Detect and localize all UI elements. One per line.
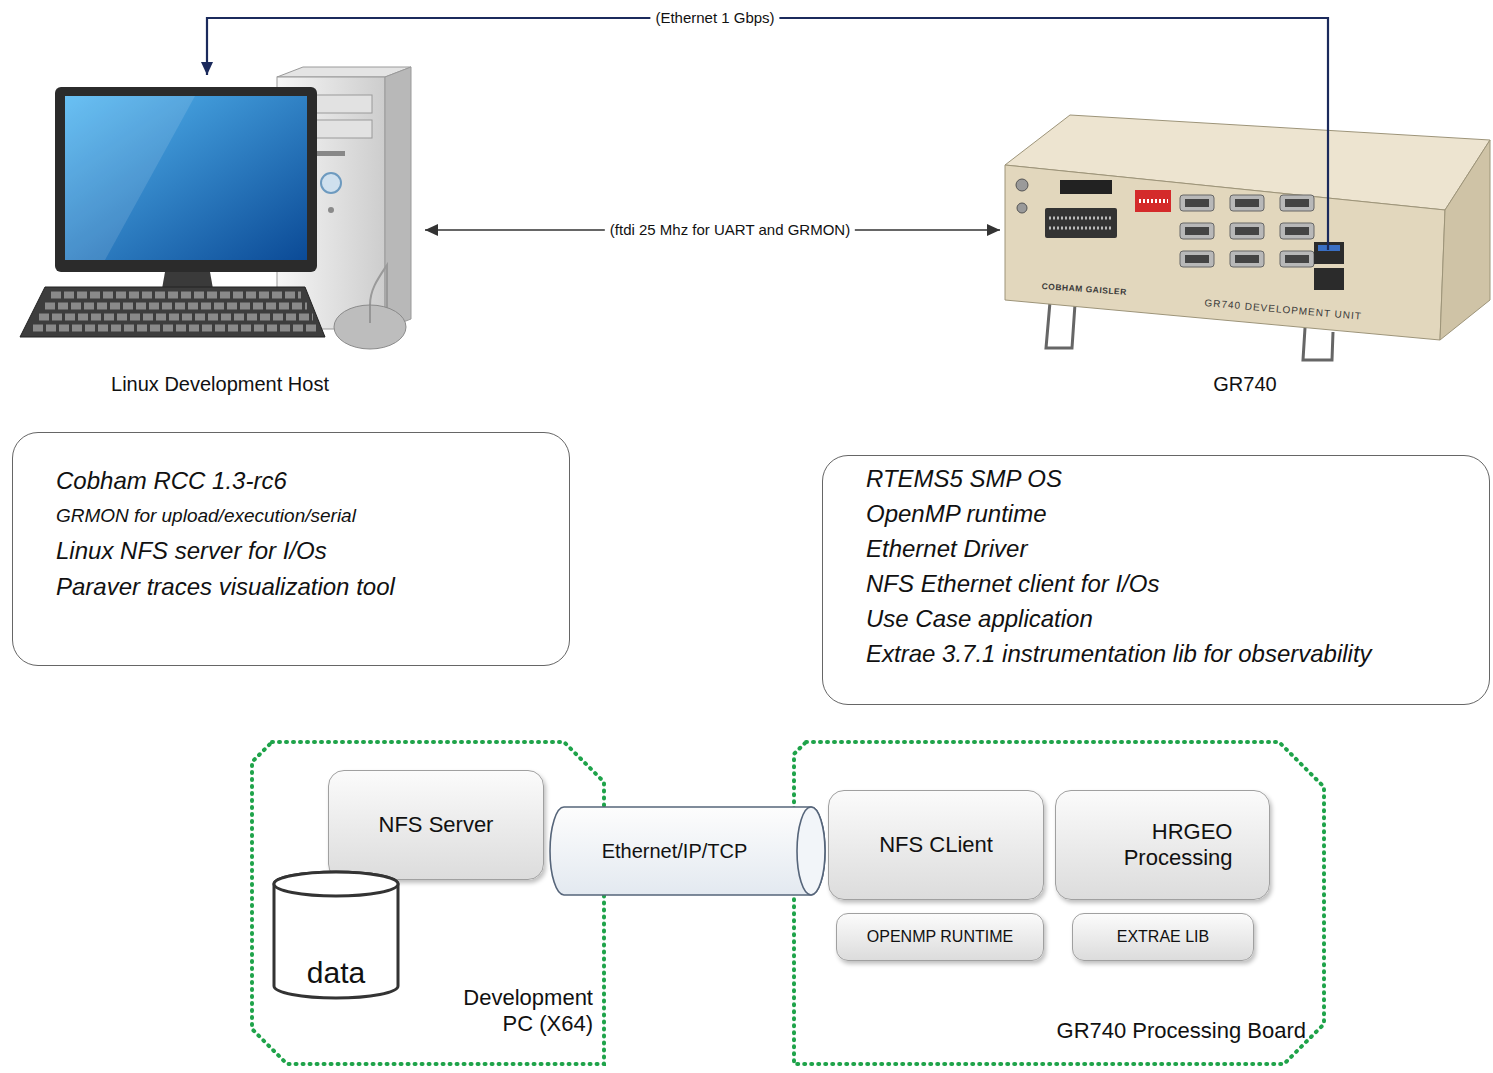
panel-marking: COBHAM GAISLER (1041, 281, 1127, 297)
connector (201, 18, 1328, 110)
device-unit: GR740 (1000, 110, 1490, 400)
arrowhead (987, 224, 1000, 236)
region: GR740 Processing Board NFS CLient HRGEO Pr… (792, 740, 1326, 1066)
host-computer: Linux Development Host (15, 75, 425, 400)
list-item: OpenMP runtime (866, 496, 1047, 531)
list-item: GRMON for upload/execution/serial (56, 499, 356, 533)
arrowhead (201, 62, 213, 75)
box-label: data (307, 960, 365, 986)
network-pipe: Ethernet/IP/TCP (550, 805, 825, 897)
runtime-box: EXTRAE LIB (1072, 913, 1254, 961)
process-box: NFS CLient (828, 790, 1044, 900)
panel-marking: GR740 DEVELOPMENT UNIT (1204, 297, 1362, 322)
list-item: Ethernet Driver (866, 531, 1027, 566)
connector-label: (ftdi 25 Mhz for UART and GRMON) (605, 221, 855, 239)
box-label: HRGEO Processing (1093, 819, 1233, 871)
region: Development PC (X64) NFS Server data (250, 740, 606, 1066)
connector-line (207, 18, 1328, 110)
box-label: OPENMP RUNTIME (867, 924, 1013, 950)
region-outline (792, 740, 1326, 1066)
arrowhead (425, 224, 438, 236)
list-item: Paraver traces visualization tool (56, 569, 395, 605)
list-item: NFS Ethernet client for I/Os (866, 566, 1159, 601)
cylinder-top (274, 872, 398, 896)
box-label: NFS Server (379, 812, 494, 838)
node-caption: Linux Development Host (111, 372, 329, 396)
list-item: Extrae 3.7.1 instrumentation lib for obs… (866, 636, 1372, 671)
pipe-body (550, 807, 825, 895)
box-label: Ethernet/IP/TCP (602, 840, 748, 863)
region-border (794, 742, 1324, 1064)
list-item: Cobham RCC 1.3-rc6 (56, 463, 287, 499)
list-item: Use Case application (866, 601, 1093, 636)
pipe-end (797, 807, 825, 895)
region-border (252, 742, 604, 1064)
cylinder-body (274, 872, 398, 998)
info-box: RTEMS5 SMP OSOpenMP runtimeEthernet Driv… (822, 455, 1490, 705)
region-label: GR740 Processing Board (1057, 1018, 1306, 1044)
list-item: Linux NFS server for I/Os (56, 533, 327, 569)
database-cylinder: data (272, 870, 400, 1000)
info-box: Cobham RCC 1.3-rc6GRMON for upload/execu… (12, 432, 570, 666)
device-illustration (1005, 110, 1490, 360)
box-label: NFS CLient (879, 832, 993, 858)
process-box: NFS Server (328, 770, 544, 880)
list-item: RTEMS5 SMP OS (866, 461, 1062, 496)
box-label: EXTRAE LIB (1117, 924, 1209, 950)
computer-illustration (20, 67, 411, 349)
process-box: HRGEO Processing (1055, 790, 1270, 900)
region-label: Development PC (X64) (448, 985, 593, 1037)
runtime-box: OPENMP RUNTIME (836, 913, 1044, 961)
connector-label: (Ethernet 1 Gbps) (650, 9, 779, 27)
node-caption: GR740 (1213, 372, 1276, 396)
